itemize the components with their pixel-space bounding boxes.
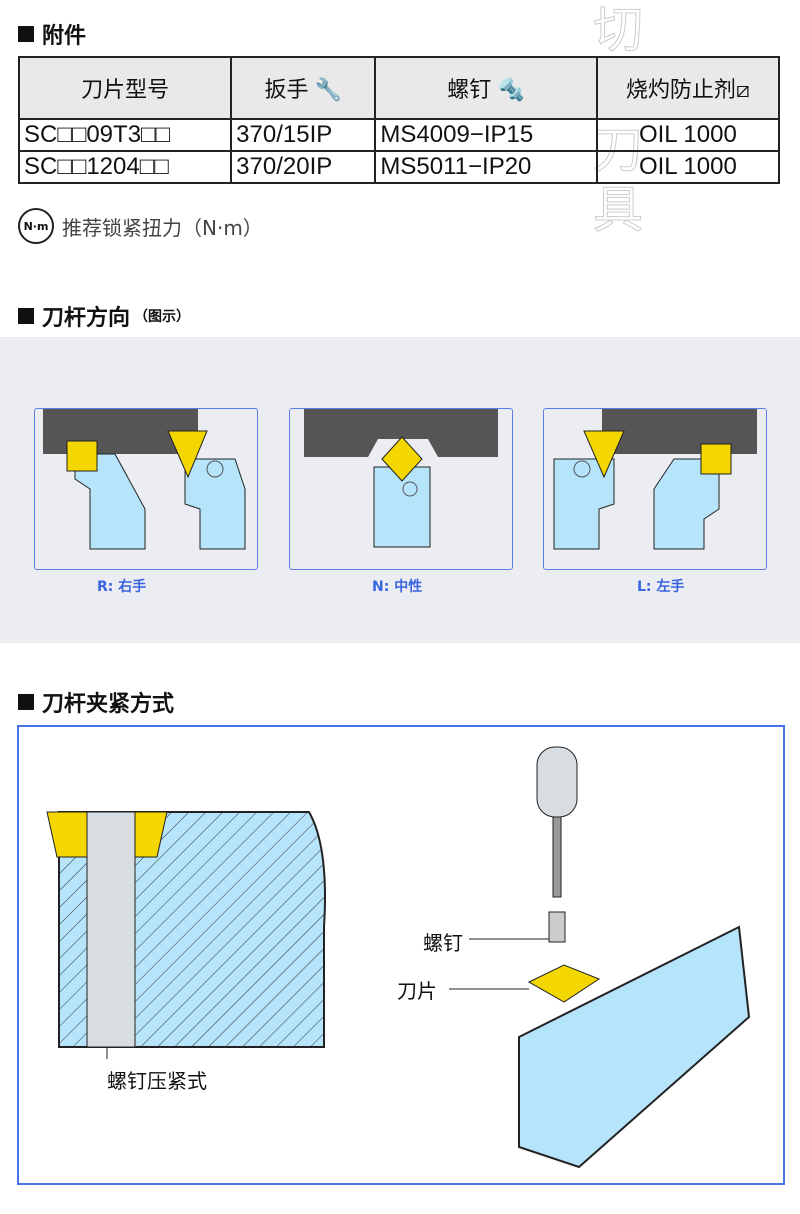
clamp-method-label: 螺钉压紧式 xyxy=(107,1069,207,1093)
cell: MS4009−IP15 xyxy=(374,118,598,152)
neutral-diagram xyxy=(304,409,498,548)
clamping-illustration xyxy=(46,746,751,1169)
panel-right-hand xyxy=(34,408,258,570)
right-hand-diagram xyxy=(43,409,246,550)
col-antiseize: 烧灼防止剂⧄ xyxy=(595,56,781,120)
table-header: 刀片型号 扳手 🔧 螺钉 🔩 烧灼防止剂⧄ xyxy=(17,56,781,120)
screw-callout: 螺钉 xyxy=(423,931,463,955)
cell: SC□□09T3□□ xyxy=(17,118,233,152)
col-wrench: 扳手 🔧 xyxy=(230,56,377,120)
cell: OIL 1000 xyxy=(595,118,781,152)
torque-note: N·m 推荐锁紧扭力（N·m） xyxy=(18,208,263,244)
section-clamping: 刀杆夹紧方式 xyxy=(18,686,174,718)
tube-icon: ⧄ xyxy=(735,77,750,102)
section-direction: 刀杆方向（图示） xyxy=(18,300,190,332)
clamping-diagram-box: 螺钉压紧式 螺钉 刀片 xyxy=(17,725,785,1185)
section-accessories: 附件 xyxy=(18,18,86,50)
heading: 附件 xyxy=(42,24,87,49)
panel-neutral xyxy=(289,408,513,570)
panel-left-hand xyxy=(543,408,767,570)
left-hand-diagram xyxy=(553,409,757,550)
cell: MS5011−IP20 xyxy=(374,150,598,184)
wrench-icon: 🔧 xyxy=(314,77,343,102)
cell: OIL 1000 xyxy=(595,150,781,184)
col-screw: 螺钉 🔩 xyxy=(374,56,598,120)
label-left-hand: L: 左手 xyxy=(637,579,685,595)
col-insert: 刀片型号 xyxy=(17,56,233,120)
heading-note: （图示） xyxy=(134,309,191,325)
heading: 刀杆夹紧方式 xyxy=(42,692,175,717)
accessories-table: 刀片型号 扳手 🔧 螺钉 🔩 烧灼防止剂⧄ SC□□09T3□□370/15IP… xyxy=(17,56,781,184)
cell: 370/20IP xyxy=(230,150,377,184)
torque-label: 推荐锁紧扭力（N·m） xyxy=(62,215,263,240)
insert-callout: 刀片 xyxy=(397,979,437,1003)
label-neutral: N: 中性 xyxy=(372,579,423,595)
cell: SC□□1204□□ xyxy=(17,150,233,184)
torque-icon: N·m xyxy=(18,208,54,244)
screw-icon: 🔩 xyxy=(497,77,525,102)
label-right-hand: R: 右手 xyxy=(97,579,147,595)
heading: 刀杆方向 xyxy=(42,306,131,331)
cell: 370/15IP xyxy=(230,118,377,152)
